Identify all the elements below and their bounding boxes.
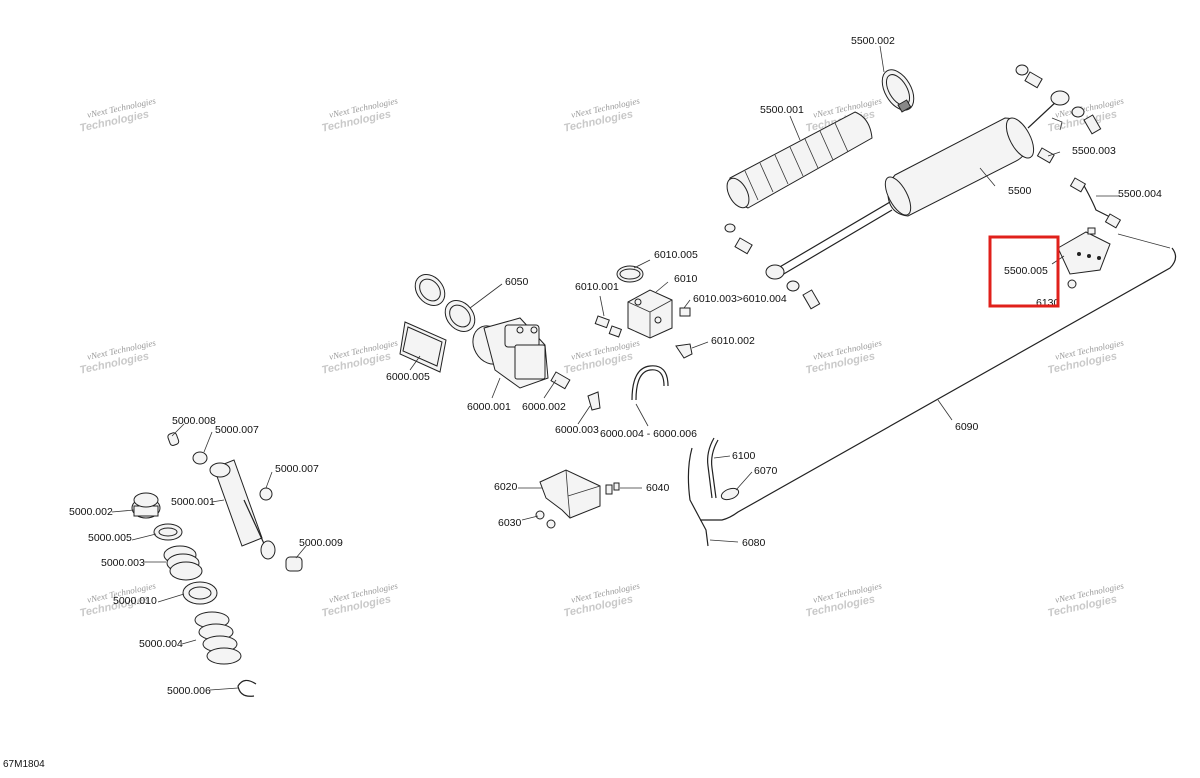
retainer-part-5000-010[interactable]	[182, 581, 218, 605]
label-6100[interactable]: 6100	[732, 450, 756, 462]
label-6000-005[interactable]: 6000.005	[386, 371, 430, 383]
label-5500-005[interactable]: 5500.005	[1004, 265, 1048, 277]
label-5000-010[interactable]: 5000.010	[113, 595, 157, 607]
label-6010-002[interactable]: 6010.002	[711, 335, 755, 347]
label-5500-001[interactable]: 5500.001	[760, 104, 804, 116]
spring-part-5000-003[interactable]	[163, 545, 203, 581]
bracket-part-5500-005[interactable]	[1057, 227, 1111, 275]
fitting-part-5500-003[interactable]	[1036, 147, 1055, 164]
label-5500-002[interactable]: 5500.002	[851, 35, 895, 47]
nut-part-6130[interactable]	[1067, 279, 1077, 289]
line-part-6080[interactable]	[687, 447, 709, 547]
screw-part-6040[interactable]	[605, 482, 620, 495]
clip-part-5000-006[interactable]	[237, 679, 257, 697]
elbow-part-6000-003[interactable]	[587, 391, 601, 411]
label-6010[interactable]: 6010	[674, 273, 698, 285]
bushing-part-5000-007-side[interactable]	[259, 487, 273, 501]
label-5000-006[interactable]: 5000.006	[167, 685, 211, 697]
part-labels: 5500.002 5500.001 5500.003 5500 5500.004…	[69, 35, 1162, 697]
hose-part-5500-004[interactable]	[1069, 177, 1122, 229]
label-5000-003[interactable]: 5000.003	[101, 557, 145, 569]
spring-part-5000-004[interactable]	[194, 611, 242, 665]
label-6030[interactable]: 6030	[498, 517, 522, 529]
label-6000-004[interactable]: 6000.004 - 6000.006	[600, 428, 697, 440]
clip-part-6070[interactable]	[720, 486, 740, 502]
fitting-part-6010-003[interactable]	[679, 307, 691, 317]
label-5000-007-b[interactable]: 5000.007	[275, 463, 319, 475]
label-6020[interactable]: 6020	[494, 481, 518, 493]
label-5000-002[interactable]: 5000.002	[69, 506, 113, 518]
label-6040[interactable]: 6040	[646, 482, 670, 494]
label-5000-007-a[interactable]: 5000.007	[215, 424, 259, 436]
label-5000-004[interactable]: 5000.004	[139, 638, 183, 650]
label-6000-003[interactable]: 6000.003	[555, 424, 599, 436]
bushing-part-5000-009[interactable]	[285, 556, 303, 572]
watermark: vNext Technologies Technologies	[1047, 580, 1125, 619]
label-5000-009[interactable]: 5000.009	[299, 537, 343, 549]
hose-part-6100[interactable]	[707, 437, 719, 499]
compressor-group	[399, 265, 693, 411]
air-line-part-6090[interactable]	[700, 233, 1177, 521]
label-6090[interactable]: 6090	[955, 421, 979, 433]
front-shock-group	[131, 432, 303, 697]
watermark: vNext Technologies Technologies	[563, 580, 641, 619]
watermark: vNext Technologies Technologies	[805, 337, 883, 376]
label-5000-001[interactable]: 5000.001	[171, 496, 215, 508]
fitting-part-6000-002[interactable]	[550, 371, 571, 390]
compressor-part-6000-001[interactable]	[466, 317, 549, 389]
shock-part-5000-001[interactable]	[209, 459, 276, 560]
watermark: vNext Technologies Technologies	[79, 337, 157, 376]
label-6050[interactable]: 6050	[505, 276, 529, 288]
watermark: vNext Technologies Technologies	[79, 95, 157, 134]
shock-body-part-5500[interactable]	[765, 90, 1070, 280]
label-5500-004[interactable]: 5500.004	[1118, 188, 1162, 200]
pad-part-6000-005[interactable]	[399, 321, 447, 373]
clamp-part-6050[interactable]	[409, 269, 481, 338]
label-6010-003[interactable]: 6010.003>6010.004	[693, 293, 787, 305]
label-6010-001[interactable]: 6010.001	[575, 281, 619, 293]
pin-part-5000-008[interactable]	[167, 432, 180, 446]
label-6070[interactable]: 6070	[754, 465, 778, 477]
fitting-part-6010-001[interactable]	[594, 315, 623, 338]
bellows-part-5500-001[interactable]	[723, 111, 873, 211]
label-5000-005[interactable]: 5000.005	[88, 532, 132, 544]
highlight-box	[988, 235, 1060, 308]
rear-shock-assembly	[723, 64, 1122, 310]
label-6000-001[interactable]: 6000.001	[467, 401, 511, 413]
watermark: vNext Technologies Technologies	[563, 337, 641, 376]
bushing-set-bottom	[724, 223, 821, 310]
watermark: vNext Technologies Technologies	[321, 95, 399, 134]
hose-part-6000-004[interactable]	[631, 365, 669, 401]
watermark: vNext Technologies Technologies	[805, 580, 883, 619]
figure-id: 67M1804	[3, 759, 45, 770]
bushing-set-top	[1015, 64, 1102, 135]
label-6010-005[interactable]: 6010.005	[654, 249, 698, 261]
air-lines-group	[535, 233, 1177, 547]
watermark: vNext Technologies Technologies	[563, 95, 641, 134]
clamp-part-5500-002[interactable]	[876, 64, 921, 115]
watermark: vNext Technologies Technologies	[321, 580, 399, 619]
label-5500-003[interactable]: 5500.003	[1072, 145, 1116, 157]
label-6000-002[interactable]: 6000.002	[522, 401, 566, 413]
leader-lines	[111, 45, 1120, 691]
watermark: vNext Technologies Technologies	[1047, 337, 1125, 376]
ring-part-5000-005[interactable]	[153, 523, 183, 541]
valve-block-part-6010[interactable]	[627, 289, 673, 339]
label-6080[interactable]: 6080	[742, 537, 766, 549]
bracket-part-6020[interactable]	[539, 469, 601, 519]
nut-part-6030[interactable]	[535, 510, 556, 529]
elbow-part-6010-002[interactable]	[675, 343, 693, 359]
bushing-part-5000-007-top[interactable]	[192, 451, 208, 465]
label-5500[interactable]: 5500	[1008, 185, 1032, 197]
label-5000-008[interactable]: 5000.008	[172, 415, 216, 427]
cap-part-5000-002[interactable]	[131, 492, 161, 519]
ring-part-6010-005[interactable]	[616, 265, 644, 283]
